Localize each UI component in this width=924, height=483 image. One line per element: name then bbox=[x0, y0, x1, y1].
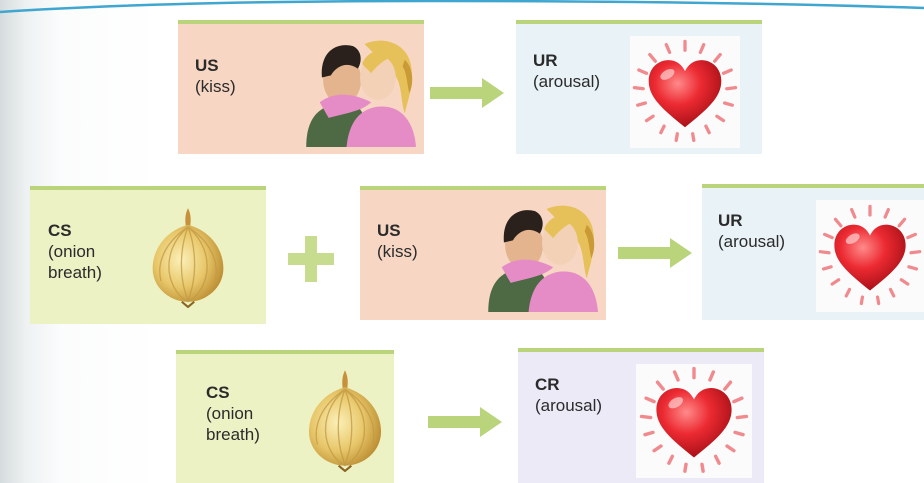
cr-text: (arousal) bbox=[535, 395, 602, 416]
kissing-couple-image bbox=[304, 32, 416, 150]
top-decorative-line bbox=[0, 0, 924, 18]
box-top-bar bbox=[702, 184, 924, 188]
heart-icon bbox=[636, 364, 752, 478]
heart-panel bbox=[636, 364, 752, 478]
cr-label: CR (arousal) bbox=[535, 374, 602, 416]
heart-panel bbox=[630, 36, 740, 148]
box-top-bar bbox=[516, 20, 762, 24]
box-top-bar bbox=[360, 186, 606, 190]
us-text: (kiss) bbox=[195, 76, 236, 97]
right-arrow-icon bbox=[618, 238, 692, 268]
right-arrow-icon bbox=[428, 407, 502, 437]
ur-text: (arousal) bbox=[718, 231, 785, 252]
right-arrow-icon bbox=[430, 78, 504, 108]
ur-text: (arousal) bbox=[533, 71, 600, 92]
cs-label: CS (onion breath) bbox=[206, 382, 260, 445]
kissing-couple-image bbox=[486, 198, 598, 314]
cs-abbr: CS bbox=[206, 382, 260, 403]
us-box: US (kiss) bbox=[360, 186, 606, 320]
us-label: US (kiss) bbox=[195, 55, 236, 97]
cr-box: CR (arousal) bbox=[518, 348, 764, 483]
ur-label: UR (arousal) bbox=[533, 50, 600, 92]
ur-box: UR (arousal) bbox=[516, 20, 762, 154]
ur-label: UR (arousal) bbox=[718, 210, 785, 252]
ur-abbr: UR bbox=[533, 50, 600, 71]
us-abbr: US bbox=[195, 55, 236, 76]
box-top-bar bbox=[518, 348, 764, 352]
onion-image bbox=[146, 204, 230, 308]
us-text: (kiss) bbox=[377, 241, 418, 262]
cs-text: (onion breath) bbox=[48, 241, 102, 283]
heart-icon bbox=[816, 200, 924, 312]
ur-abbr: UR bbox=[718, 210, 785, 231]
cr-abbr: CR bbox=[535, 374, 602, 395]
heart-panel bbox=[816, 200, 924, 312]
plus-icon bbox=[286, 234, 336, 284]
box-top-bar bbox=[176, 350, 394, 354]
us-box: US (kiss) bbox=[178, 20, 424, 154]
heart-icon bbox=[630, 36, 740, 148]
us-abbr: US bbox=[377, 220, 418, 241]
cs-box: CS (onion breath) bbox=[176, 350, 394, 483]
cs-text: (onion breath) bbox=[206, 403, 260, 445]
box-top-bar bbox=[178, 20, 424, 24]
ur-box: UR (arousal) bbox=[702, 184, 924, 320]
onion-image bbox=[302, 366, 388, 472]
box-top-bar bbox=[30, 186, 266, 190]
cs-abbr: CS bbox=[48, 220, 102, 241]
cs-label: CS (onion breath) bbox=[48, 220, 102, 283]
cs-box: CS (onion breath) bbox=[30, 186, 266, 324]
us-label: US (kiss) bbox=[377, 220, 418, 262]
